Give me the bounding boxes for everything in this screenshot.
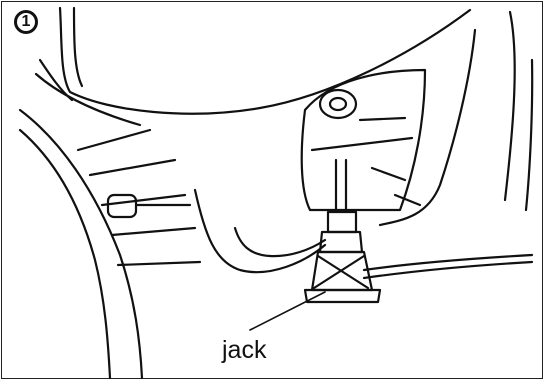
jack-screw: [336, 160, 346, 210]
tire-tread-5: [118, 262, 200, 265]
tire-tread-2: [90, 160, 175, 175]
body-right-outer: [505, 12, 515, 200]
jack-point-boss-inner: [330, 98, 346, 110]
suspension-bracket: [108, 195, 136, 217]
tire-tread-3: [102, 195, 185, 205]
fender-top-edge: [60, 8, 470, 114]
tire-tread-1: [78, 130, 150, 150]
sill-line: [235, 228, 325, 256]
jack-upper-block: [320, 232, 362, 252]
jack-callout-label: jack: [222, 336, 266, 365]
callout-leader-line: [250, 292, 325, 330]
fender-inner-edge: [74, 8, 82, 86]
jack-handle-lower: [364, 262, 532, 278]
jack-point-boss: [320, 90, 356, 118]
lower-body-sweep: [195, 190, 325, 272]
jack-saddle: [328, 212, 356, 232]
tire-tread-4: [112, 228, 195, 235]
recess-bracket: [360, 118, 420, 205]
body-right-inner: [526, 60, 532, 210]
jack-scissor-x: [314, 256, 368, 288]
wheel-arch-inner: [20, 130, 110, 378]
jack-recess-shelf: [312, 138, 412, 150]
step-number-badge: 1: [14, 10, 38, 34]
